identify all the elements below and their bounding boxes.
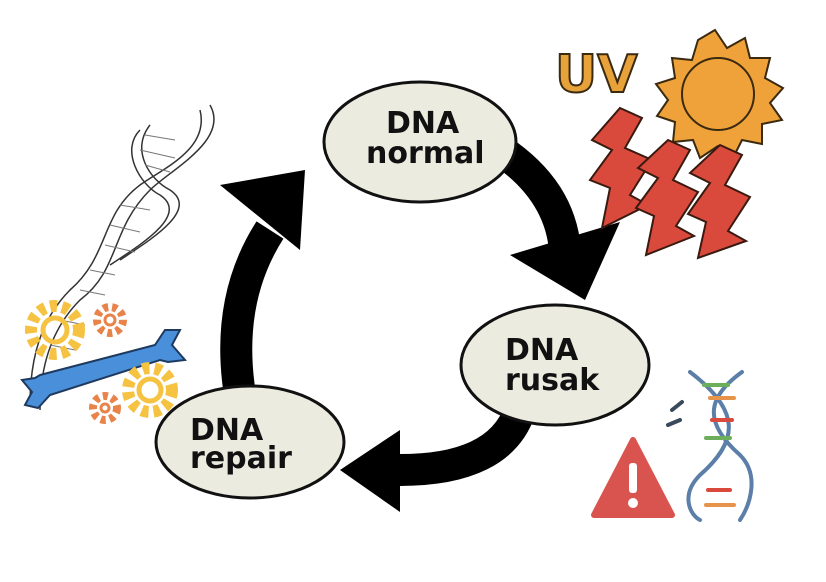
arrow-repair-to-normal	[220, 170, 305, 398]
lightning-icon	[588, 106, 752, 260]
node-dna-rusak: DNA rusak	[459, 303, 651, 427]
gear-icon	[122, 362, 178, 418]
gear-icon	[25, 300, 85, 360]
node-rusak-line2: rusak	[505, 363, 600, 398]
node-normal-line1: DNA	[386, 106, 460, 141]
node-normal-line2: normal	[366, 136, 485, 171]
node-repair-line2: repair	[190, 441, 292, 476]
wrench-icon	[20, 329, 187, 410]
arrow-rusak-to-repair	[340, 404, 536, 512]
uv-label: UV	[555, 45, 637, 105]
node-dna-normal: DNA normal	[322, 80, 518, 204]
broken-dna-icon	[666, 370, 754, 522]
warning-icon	[591, 437, 675, 518]
dna-helix-icon	[29, 104, 215, 411]
node-repair-line1: DNA	[190, 413, 264, 448]
node-rusak-line1: DNA	[505, 333, 579, 368]
gear-icon	[89, 392, 121, 424]
node-dna-repair: DNA repair	[154, 384, 346, 500]
gear-icon	[93, 303, 127, 337]
cycle-arrows	[220, 136, 620, 512]
sun-icon	[654, 28, 785, 160]
